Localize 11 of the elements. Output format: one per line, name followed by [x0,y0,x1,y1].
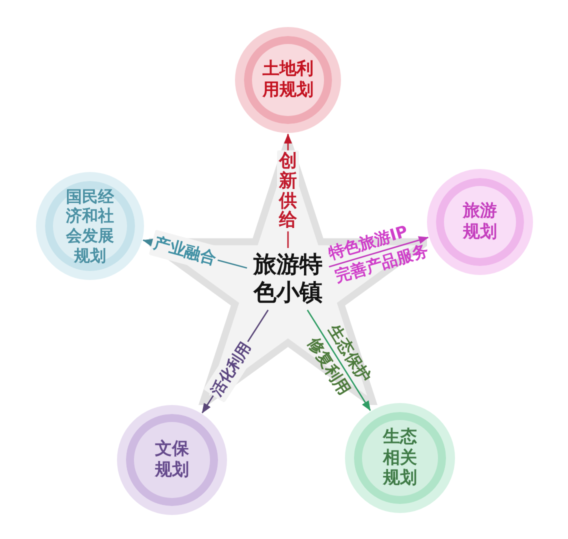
edge-label: 创新供给 [277,150,299,232]
arrow [306,310,371,411]
center-title: 旅游特色小镇 [250,251,326,307]
node-label: 国民经济和社会发展规划 [66,186,114,266]
node-label: 旅游规划 [463,201,497,243]
node-label: 土地利用规划 [262,59,314,101]
arrow [328,236,429,268]
node-label: 生态相关规划 [383,426,417,490]
node-label: 文保规划 [155,439,189,481]
edge-label: 生态保护修复利用 [303,320,376,400]
edge-label: 特色旅游IP完善产品服务 [325,220,431,288]
